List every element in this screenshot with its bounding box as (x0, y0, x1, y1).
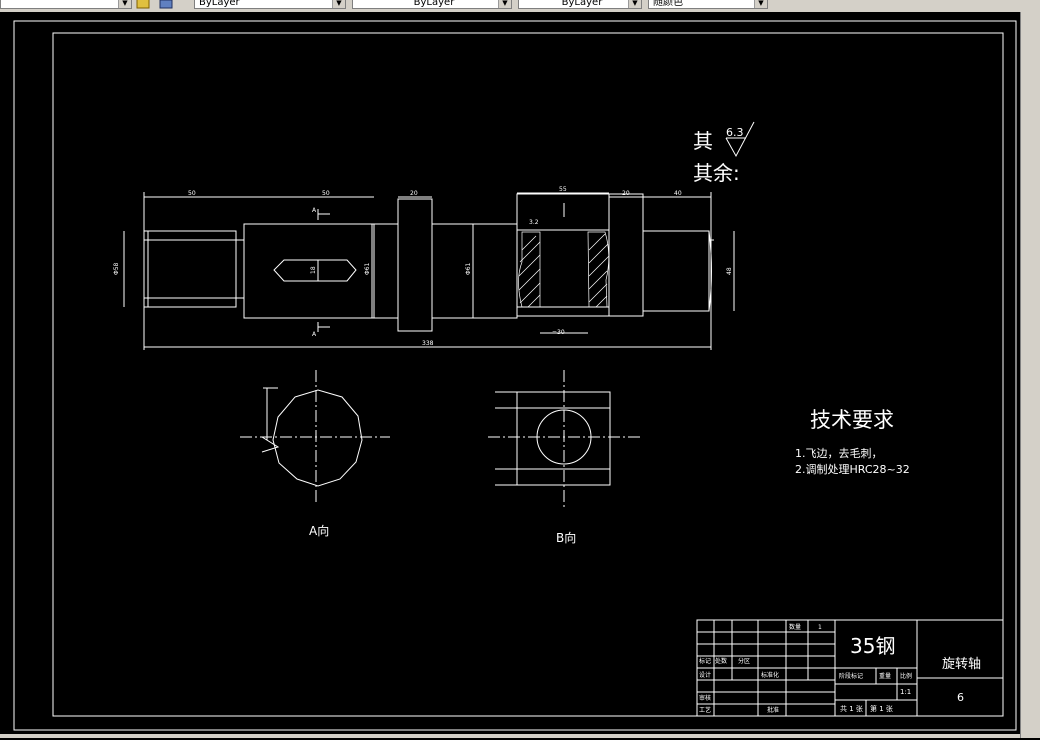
roughness-value: 6.3 (726, 126, 744, 139)
label-stage: 阶段标记 (839, 672, 863, 680)
title-block (696, 619, 1004, 717)
chevron-down-icon[interactable]: ▼ (118, 0, 131, 8)
label-weight: 重量 (879, 672, 891, 680)
drawing-canvas[interactable]: 其 其余: 6.3 50 50 20 55 20 40 338 =30 3.2 … (0, 12, 1020, 736)
dim-d3: 20 (410, 190, 418, 197)
label-qty: 数量 (789, 623, 801, 631)
color-combo[interactable]: ByLayer ▼ (194, 0, 346, 9)
horizontal-scrollbar[interactable] (0, 734, 1020, 738)
drawing-number: 6 (957, 691, 964, 704)
roughness-label: 其余: (693, 161, 740, 185)
label-review: 审核 (699, 694, 711, 702)
inner-frame (52, 32, 1004, 717)
section-a-view (240, 370, 390, 505)
chevron-down-icon[interactable]: ▼ (498, 0, 511, 8)
roughness-symbol (725, 121, 755, 158)
dim-dia-mid: Φ61 (364, 262, 371, 275)
color-combo-value: ByLayer (199, 0, 240, 8)
lineweight-combo[interactable]: ByLayer ▼ (518, 0, 642, 9)
dim-dia-right: 48 (726, 267, 733, 275)
dim-d5: 20 (622, 190, 630, 197)
dim-dia-left: Φ58 (113, 262, 120, 275)
plotstyle-combo-value: 随颜色 (653, 0, 683, 8)
label-mark: 标记 (699, 657, 711, 665)
section-b-label: B向 (556, 530, 576, 545)
properties-toolbar: ▼ ByLayer ▼ ByLayer ▼ ByLayer ▼ 随颜色 ▼ (0, 0, 1040, 13)
outer-frame (13, 20, 1017, 731)
dim-d2: 50 (322, 190, 330, 197)
lineweight-combo-value: ByLayer (561, 0, 603, 8)
section-a-label: A向 (309, 523, 329, 538)
dim-slot: 18 (310, 266, 317, 274)
vertical-scrollbar[interactable] (1020, 12, 1040, 738)
label-zone: 分区 (738, 657, 750, 665)
dim-d4: 55 (559, 186, 567, 193)
roughness-label-top: 其 (693, 129, 713, 153)
dim-d6: 40 (674, 190, 682, 197)
linetype-combo[interactable]: ByLayer ▼ (352, 0, 512, 9)
view-marker-a-bottom: A (312, 331, 317, 338)
keyway-slot (273, 259, 357, 282)
sheet-number: 第 1 张 (870, 704, 893, 713)
linetype-combo-value: ByLayer (413, 0, 455, 8)
tech-req-title: 技术要求 (810, 408, 894, 432)
plotstyle-combo[interactable]: 随颜色 ▼ (648, 0, 768, 9)
part-name: 旋转轴 (942, 657, 981, 672)
label-standard: 标准化 (761, 671, 779, 679)
label-process: 工艺 (699, 706, 711, 714)
dim-keyway: =30 (552, 329, 565, 336)
shaft-main-view (123, 192, 735, 350)
tech-req-item-2: 2.调制处理HRC28~32 (795, 463, 910, 476)
dim-rough-small: 3.2 (529, 219, 539, 226)
layer-combo[interactable]: ▼ (0, 0, 132, 9)
label-count: 处数 (715, 657, 727, 665)
layer-stack-icon[interactable] (158, 0, 174, 10)
material-text: 35钢 (850, 634, 895, 658)
label-design: 设计 (699, 671, 711, 679)
dim-d1: 50 (188, 190, 196, 197)
dim-total: 338 (422, 340, 434, 347)
label-ratio: 比例 (900, 672, 912, 680)
sheets-total: 共 1 张 (840, 704, 863, 713)
view-marker-a-top: A (312, 207, 317, 214)
qty-value: 1 (818, 624, 822, 631)
chevron-down-icon[interactable]: ▼ (754, 0, 767, 8)
scale-value: 1:1 (900, 688, 911, 696)
section-b-view (488, 370, 640, 510)
tech-req-item-1: 1.飞边，去毛刺， (795, 447, 883, 460)
chevron-down-icon[interactable]: ▼ (332, 0, 345, 8)
chevron-down-icon[interactable]: ▼ (628, 0, 641, 8)
label-approve: 批准 (767, 706, 779, 714)
layer-tool-icon[interactable] (136, 0, 152, 10)
dim-dia-mid2: Φ61 (465, 262, 472, 275)
